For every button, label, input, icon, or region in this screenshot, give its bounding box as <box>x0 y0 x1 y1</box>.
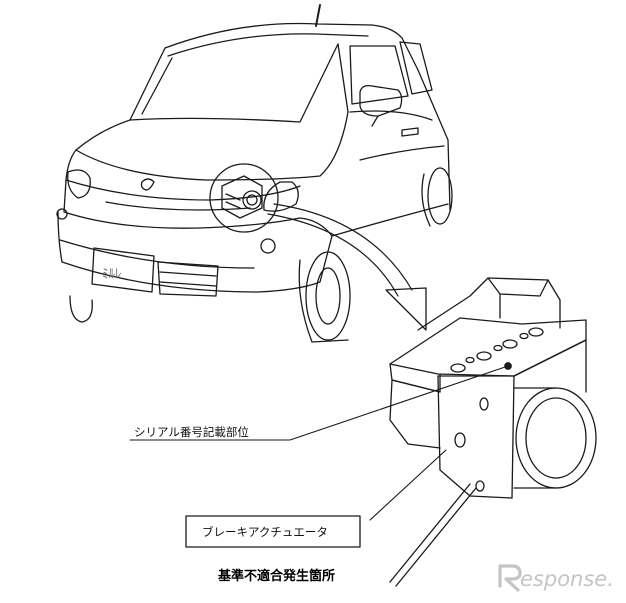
serial-location-label: シリアル番号記載部位 <box>134 425 249 439</box>
defect-location-label: 基準不適合発生箇所 <box>217 568 335 584</box>
actuator-label-box <box>185 515 361 548</box>
svg-text:ﾐﾙﾚ: ﾐﾙﾚ <box>102 267 122 282</box>
leader-lines <box>129 365 509 587</box>
brake-actuator <box>389 277 597 499</box>
car-illustration: ﾐﾙﾚ <box>56 4 453 343</box>
response-logo-r-icon <box>498 564 522 592</box>
component-name-label: ブレーキアクチュエータ <box>202 525 328 539</box>
response-watermark: esponse. <box>520 567 614 591</box>
zoom-arrow <box>267 203 427 331</box>
response-logo: esponse. <box>498 564 614 592</box>
